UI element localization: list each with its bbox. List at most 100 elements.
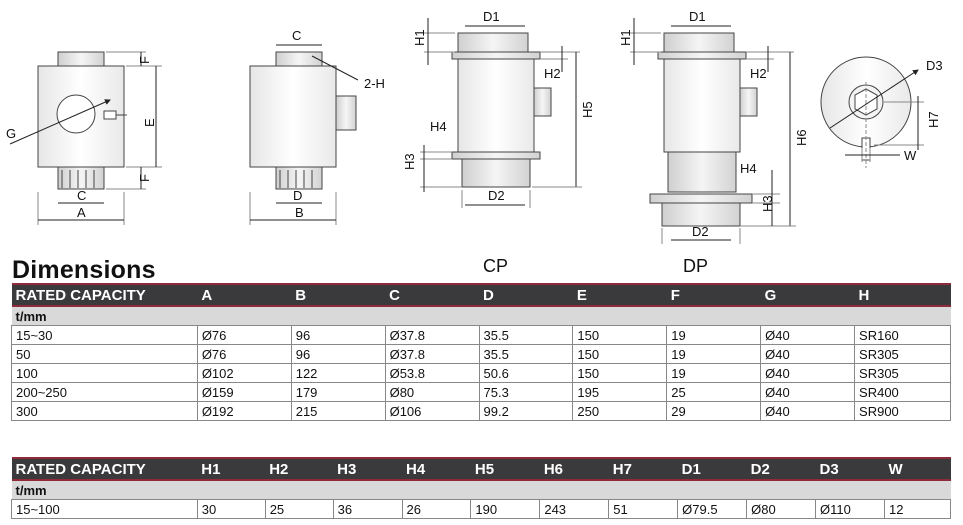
table-cell: 51	[608, 499, 679, 519]
unit-row: t/mm	[11, 479, 951, 500]
header-w: W	[884, 457, 951, 481]
table-header-row: RATED CAPACITY H1 H2 H3 H4 H5 H6 H7 D1 D…	[11, 457, 951, 481]
dimensions-table-1: RATED CAPACITY A B C D E F G H t/mm 15~3…	[11, 283, 951, 421]
table-cell: Ø110	[815, 499, 885, 519]
table-cell: 12	[883, 499, 952, 519]
header-h1: H1	[197, 457, 266, 481]
header-d2: D2	[746, 457, 816, 481]
label-d2-cp: D2	[488, 188, 505, 203]
table-cell: 36	[332, 499, 403, 519]
label-w: W	[904, 148, 917, 163]
table-cell: 96	[290, 325, 386, 345]
table-cell: Ø192	[196, 401, 292, 421]
table-cell: Ø40	[760, 382, 856, 402]
label-h2-dp: H2	[750, 66, 767, 81]
table-row: 300 Ø192 215 Ø106 99.2 250 29 Ø40 SR900	[11, 401, 951, 421]
table-cell: 15~100	[11, 499, 198, 519]
table-cell: 100	[11, 363, 198, 383]
header-c: C	[385, 283, 479, 307]
table-cell: Ø40	[760, 401, 856, 421]
label-h1-dp: H1	[618, 29, 633, 46]
header-h5: H5	[470, 457, 540, 481]
table-cell: 50.6	[478, 363, 574, 383]
table-cell: Ø159	[196, 382, 292, 402]
side-view-labels: C 2-H D B	[292, 28, 385, 220]
header-rated-capacity: RATED CAPACITY	[11, 457, 198, 481]
header-rated-capacity: RATED CAPACITY	[11, 283, 198, 307]
header-h4: H4	[402, 457, 471, 481]
label-d3: D3	[926, 58, 943, 73]
caption-cp: CP	[483, 256, 509, 276]
table-cell: Ø106	[384, 401, 480, 421]
table-cell: Ø40	[760, 363, 856, 383]
top-view-drawing	[820, 56, 924, 168]
table-cell: 19	[666, 344, 762, 364]
label-c: C	[77, 188, 86, 203]
header-d: D	[479, 283, 573, 307]
table-cell: 19	[666, 363, 762, 383]
table-cell: 179	[290, 382, 386, 402]
label-g: G	[6, 126, 16, 141]
table-cell: 35.5	[478, 325, 574, 345]
table-cell: 30	[196, 499, 266, 519]
table-cell: Ø80	[384, 382, 480, 402]
label-h3-dp: H3	[760, 195, 775, 212]
table-cell: 250	[572, 401, 668, 421]
table-cell: Ø80	[746, 499, 817, 519]
label-d2-dp: D2	[692, 224, 709, 239]
table-cell: 150	[572, 325, 668, 345]
table-row: 15~100 30 25 36 26 190 243 51 Ø79.5 Ø80 …	[11, 499, 952, 519]
cp-view-labels: D1 H1 H2 H5 H4 H3 D2	[402, 9, 595, 203]
header-d3: D3	[815, 457, 885, 481]
table-cell: 195	[572, 382, 668, 402]
table-header-row: RATED CAPACITY A B C D E F G H	[11, 283, 951, 307]
table-cell: SR900	[854, 401, 951, 421]
label-h4-cp: H4	[430, 119, 447, 134]
technical-drawings: F E F G C A C 2-H D B	[6, 9, 943, 244]
dp-view-drawing	[630, 18, 796, 244]
table-cell: 243	[539, 499, 610, 519]
label-h1-cp: H1	[412, 29, 427, 46]
table-cell: Ø76	[196, 344, 292, 364]
table-row: 15~30 Ø76 96 Ø37.8 35.5 150 19 Ø40 SR160	[11, 325, 951, 345]
table-cell: Ø37.8	[384, 344, 480, 364]
table-cell: 190	[470, 499, 541, 519]
header-g: G	[760, 283, 855, 307]
table-cell: 150	[572, 344, 668, 364]
table-cell: SR400	[854, 382, 951, 402]
table-row: 50 Ø76 96 Ø37.8 35.5 150 19 Ø40 SR305	[11, 344, 951, 364]
label-f-bottom: F	[137, 174, 152, 182]
label-f-top: F	[137, 56, 152, 64]
table-row: 100 Ø102 122 Ø53.8 50.6 150 19 Ø40 SR305	[11, 363, 951, 383]
table-cell: 29	[666, 401, 762, 421]
unit-row: t/mm	[11, 305, 951, 326]
table-cell: 300	[11, 401, 198, 421]
table-cell: 122	[290, 363, 386, 383]
header-b: B	[291, 283, 386, 307]
cp-view-drawing	[420, 18, 582, 208]
dp-view-labels: D1 H1 H2 H6 H4 H3 D2	[618, 9, 809, 239]
table-cell: 99.2	[478, 401, 574, 421]
label-e: E	[142, 118, 157, 127]
table-cell: 50	[11, 344, 198, 364]
table-cell: Ø102	[196, 363, 292, 383]
table-cell: 200~250	[11, 382, 198, 402]
label-h5: H5	[580, 101, 595, 118]
table-row: 200~250 Ø159 179 Ø80 75.3 195 25 Ø40 SR4…	[11, 382, 951, 402]
label-b: B	[295, 205, 304, 220]
table-cell: 19	[666, 325, 762, 345]
header-h: H	[854, 283, 951, 307]
header-e: E	[572, 283, 667, 307]
front-view-labels: F E F G C A	[6, 56, 157, 220]
table-cell: Ø40	[760, 344, 856, 364]
header-h2: H2	[265, 457, 334, 481]
label-h6: H6	[794, 129, 809, 146]
unit-label: t/mm	[11, 305, 951, 326]
dimensions-table-2: RATED CAPACITY H1 H2 H3 H4 H5 H6 H7 D1 D…	[11, 457, 952, 519]
label-h4-dp: H4	[740, 161, 757, 176]
label-d: D	[293, 188, 302, 203]
table-cell: 25	[264, 499, 334, 519]
section-title: Dimensions	[12, 256, 156, 284]
front-view-drawing	[9, 51, 162, 225]
unit-label: t/mm	[11, 479, 951, 500]
